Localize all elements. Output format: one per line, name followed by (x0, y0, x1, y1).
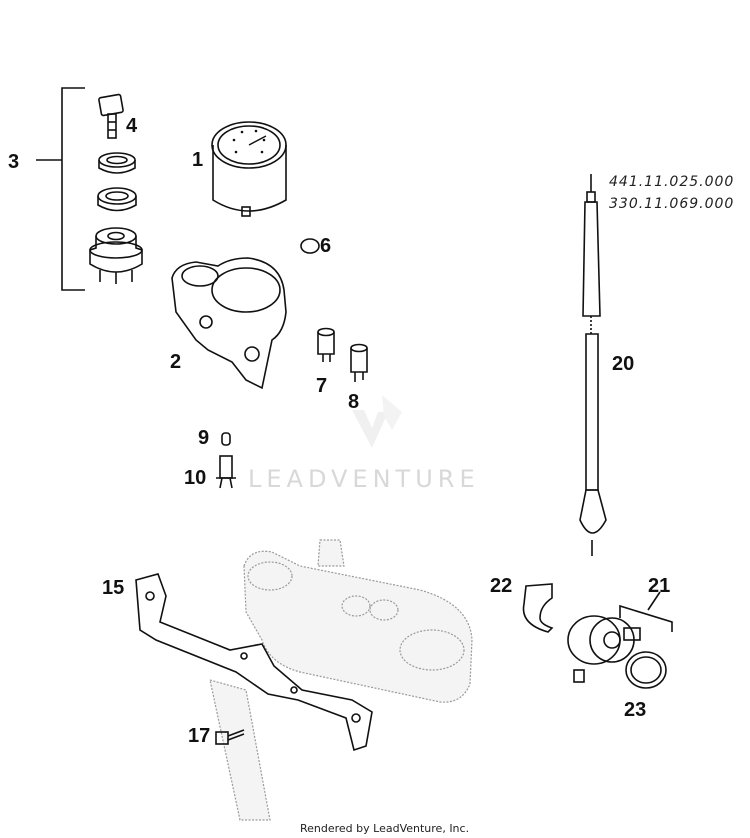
bulb-socket-7 (317, 327, 335, 362)
callout-21: 21 (648, 575, 670, 597)
instrument-bracket (135, 573, 373, 752)
callout-17: 17 (188, 725, 210, 747)
callout-22: 22 (490, 575, 512, 597)
callout-6: 6 (320, 235, 331, 257)
callout-1: 1 (192, 149, 203, 171)
ignition-key (98, 93, 124, 139)
callout-9: 9 (198, 427, 209, 449)
leadventure-logo-icon (352, 395, 402, 448)
retaining-ring (625, 651, 667, 689)
watermark: LEADVENTURE (248, 395, 480, 493)
ignition-switch-group (36, 87, 143, 291)
callout-10: 10 (184, 467, 206, 489)
handwritten-part-number-1: 441.11.025.000 (609, 174, 734, 190)
bulb-socket-10 (216, 455, 236, 489)
speedometer-drive (567, 615, 641, 683)
callout-3: 3 (8, 151, 19, 173)
speedometer-cable (579, 174, 607, 556)
bulb-9 (221, 432, 231, 446)
indicator-cap (300, 238, 320, 254)
triple-clamp-outline (209, 539, 473, 821)
leader-21 (647, 591, 661, 611)
callout-7: 7 (316, 375, 327, 397)
group-bracket-3 (61, 87, 85, 291)
speedometer (211, 121, 287, 217)
watermark-brand: LEADVENTURE (248, 465, 480, 493)
footer-credit: Rendered by LeadVenture, Inc. (300, 822, 469, 835)
callout-23: 23 (624, 699, 646, 721)
callout-15: 15 (102, 577, 124, 599)
handwritten-part-number-2: 330.11.069.000 (609, 196, 734, 212)
ignition-switch-body (89, 227, 143, 284)
bolt (215, 729, 245, 745)
callout-4: 4 (126, 115, 138, 137)
switch-washer (97, 187, 137, 212)
drive-clip (522, 583, 554, 633)
callout-20: 20 (612, 353, 634, 375)
instrument-housing (171, 257, 287, 390)
callout-8: 8 (348, 391, 359, 413)
bulb-socket-8 (350, 343, 368, 382)
switch-nut (98, 152, 136, 174)
group-bracket-21 (619, 604, 673, 632)
callout-2: 2 (170, 351, 181, 373)
